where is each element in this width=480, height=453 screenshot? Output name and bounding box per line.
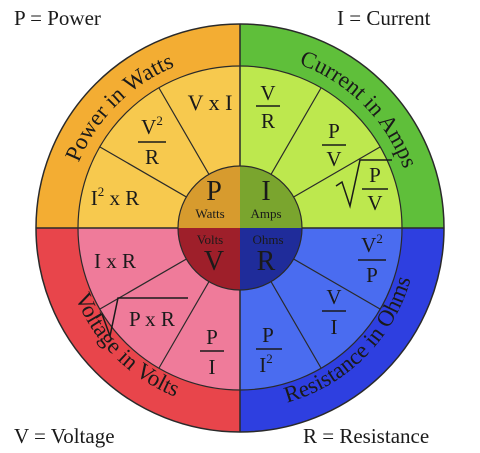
legend-power: P = Power xyxy=(14,6,101,30)
svg-text:P: P xyxy=(328,119,340,143)
formula-voltage-p-over-i: P I xyxy=(200,325,224,379)
svg-text:P: P xyxy=(206,325,218,349)
svg-text:V: V xyxy=(367,191,382,215)
formula-current-sqrt-p-over-v: P V xyxy=(335,159,392,215)
center-resistance xyxy=(240,228,302,290)
svg-text:R: R xyxy=(261,109,275,133)
svg-text:V: V xyxy=(260,81,275,105)
legend-voltage: V = Voltage xyxy=(14,424,115,448)
formula-current-v-over-r: V R xyxy=(256,81,280,133)
formula-voltage-sqrt-pxr: P x R xyxy=(95,297,188,339)
formula-power-vxi: V x I xyxy=(188,90,233,115)
center-power xyxy=(178,166,240,228)
center-i-unit: Amps xyxy=(250,206,281,221)
formula-voltage-ixr: I x R xyxy=(94,249,136,273)
formula-current-p-over-v: P V xyxy=(322,119,346,171)
center-p-unit: Watts xyxy=(195,206,224,221)
svg-text:P: P xyxy=(369,163,381,187)
svg-text:P: P xyxy=(262,323,274,347)
legend-current: I = Current xyxy=(337,6,431,30)
svg-text:V: V xyxy=(326,147,341,171)
center-current xyxy=(240,166,302,228)
svg-text:I: I xyxy=(209,355,216,379)
center-p-letter: P xyxy=(206,176,222,207)
center-v-letter: V xyxy=(204,246,224,277)
center-r-letter: R xyxy=(257,246,276,277)
svg-text:V: V xyxy=(326,285,341,309)
center-i-letter: I xyxy=(261,176,270,207)
svg-text:I: I xyxy=(331,315,338,339)
center-v-unit: Volts xyxy=(197,232,224,247)
svg-text:R: R xyxy=(145,145,159,169)
legend-resistance: R = Resistance xyxy=(303,424,430,448)
svg-text:P: P xyxy=(366,263,378,287)
formula-resistance-v-over-i: V I xyxy=(322,285,346,339)
center-voltage xyxy=(178,228,240,290)
svg-text:P x R: P x R xyxy=(129,307,175,331)
center-r-unit: Ohms xyxy=(252,232,283,247)
